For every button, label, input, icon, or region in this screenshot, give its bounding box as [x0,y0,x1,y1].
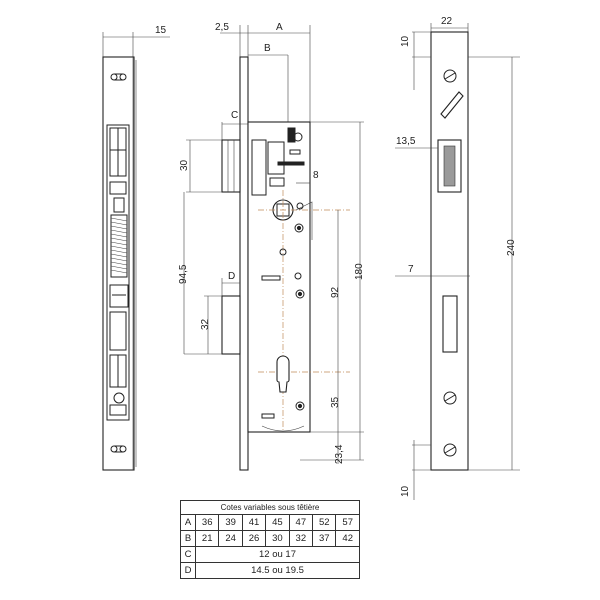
front-dim-a: A [276,22,283,33]
front-faceplate [239,56,249,471]
table-cell: 14.5 ou 19.5 [195,562,360,579]
table-cell: 12 ou 17 [195,546,360,563]
face-dim-10-bottom: 10 [400,485,411,497]
table-cell: 39 [218,514,243,531]
table-row-label: A [180,514,196,531]
table-cell: 45 [265,514,290,531]
front-dim-c: C [231,110,238,121]
faceplate-view: 22 10 13,5 7 240 10 [395,16,520,500]
front-dim-30: 30 [179,159,190,171]
side-dim-15: 15 [155,25,167,36]
front-dim-32: 32 [200,318,211,330]
front-dim-92: 92 [330,286,341,298]
table-row-b: B 21 24 26 30 32 37 42 [180,530,360,547]
front-dim-2-5: 2,5 [215,22,229,33]
table-cell: 41 [241,514,267,531]
face-screw-2 [443,391,457,405]
table-cell: 57 [335,514,360,531]
front-latch-bolt [221,139,241,193]
face-diagonal-slot [440,91,464,119]
table-cell: 30 [265,530,290,547]
face-deadbolt-opening [442,295,458,353]
front-cylinder-hole [276,355,290,393]
table-row-a: A 36 39 41 45 47 52 57 [180,514,360,531]
table-row-label: B [180,530,196,547]
front-deadbolt [221,295,241,355]
side-view: 15 [102,25,170,471]
front-dim-180: 180 [354,263,365,280]
face-dim-13-5: 13,5 [396,136,416,147]
table-row-label: D [180,562,196,579]
face-latch-opening [437,139,462,193]
table-cell: 36 [194,514,220,531]
table-row-label: C [180,546,196,563]
table-row-c: C 12 ou 17 [180,546,360,563]
front-dim-94-5: 94,5 [178,264,189,284]
front-dim-d: D [228,271,235,282]
front-dim-35: 35 [330,396,341,408]
front-dim-b: B [264,43,271,54]
face-screw-1 [443,69,457,83]
table-cell: 47 [288,514,314,531]
front-view: 2,5 A B C 30 8 [178,22,365,471]
face-screw-3 [443,443,457,457]
table-row-d: D 14.5 ou 19.5 [180,562,360,579]
variable-dimensions-table: Cotes variables sous têtière A 36 39 41 … [180,500,360,579]
front-dim-8: 8 [313,170,319,181]
face-dim-10-top: 10 [400,35,411,47]
table-cell: 32 [288,530,314,547]
table-cell: 42 [335,530,360,547]
face-dim-240: 240 [506,239,517,256]
side-keyhole-bottom [110,445,127,453]
table-cell: 21 [194,530,220,547]
side-keyhole-top [110,73,127,81]
table-caption: Cotes variables sous têtière [180,500,360,515]
side-spring [110,214,128,278]
table-cell: 26 [241,530,267,547]
table-cell: 24 [218,530,243,547]
front-dim-23-4: 23,4 [334,444,345,464]
table-cell: 52 [312,514,337,531]
face-dim-22: 22 [441,16,453,27]
face-dim-7: 7 [408,264,414,275]
table-cell: 37 [312,530,337,547]
